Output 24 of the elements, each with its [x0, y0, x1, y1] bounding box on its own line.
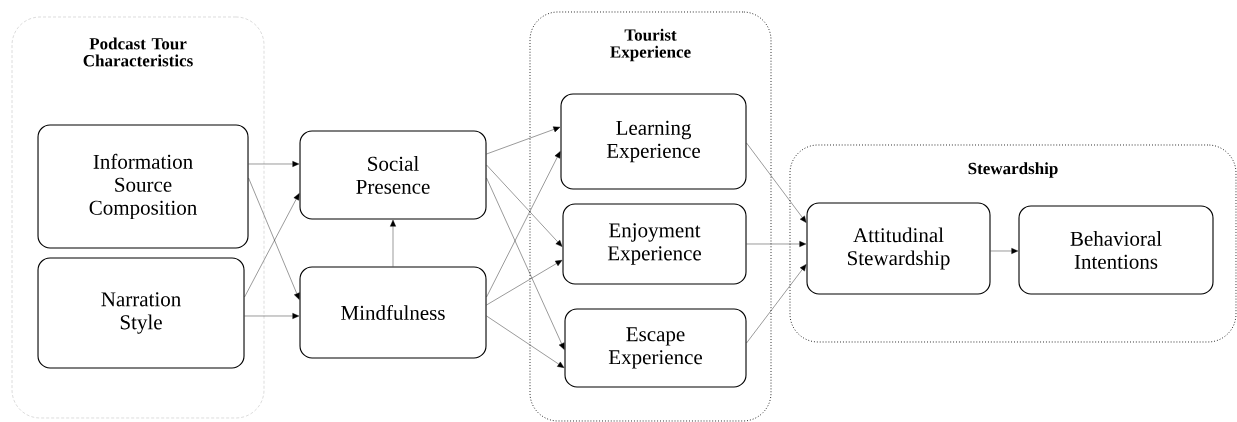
arrow — [486, 151, 561, 298]
process-box: Information Source Composition — [37, 124, 249, 249]
arrow — [486, 260, 563, 306]
process-box: Attitudinal Stewardship — [806, 202, 991, 295]
arrow — [486, 126, 561, 155]
arrow — [486, 164, 563, 247]
process-box: Mindfulness — [299, 266, 487, 359]
arrow — [746, 142, 807, 223]
arrow — [486, 177, 565, 350]
arrow — [248, 161, 300, 167]
process-box: Escape Experience — [564, 308, 747, 388]
arrow — [244, 313, 300, 319]
process-box: Behavioral Intentions — [1018, 205, 1214, 295]
process-box: Narration Style — [37, 257, 245, 369]
arrow — [486, 315, 565, 368]
arrow — [244, 193, 300, 298]
arrow — [990, 248, 1019, 254]
arrow — [746, 264, 807, 344]
process-box: Enjoyment Experience — [562, 203, 747, 285]
process-box: Learning Experience — [560, 93, 747, 190]
process-box: Social Presence — [299, 130, 487, 220]
arrow — [248, 177, 300, 300]
arrow — [390, 219, 396, 267]
arrow — [746, 241, 807, 247]
